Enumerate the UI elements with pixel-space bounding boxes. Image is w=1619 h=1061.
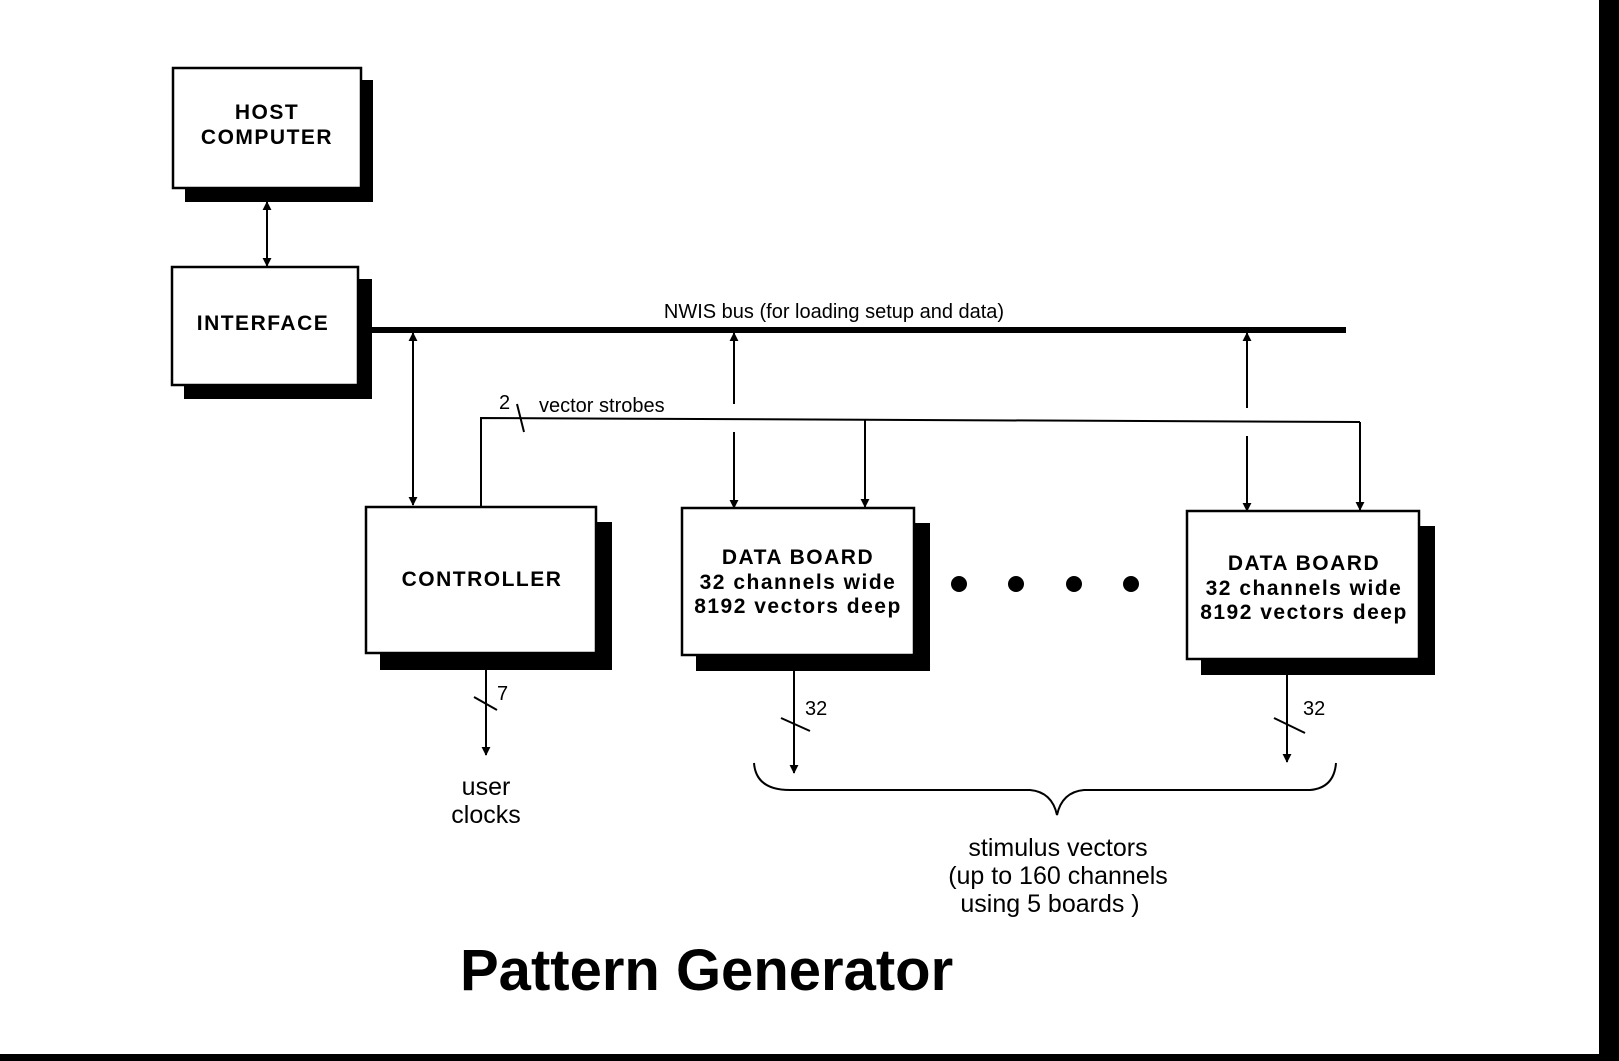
host-label-line-2: COMPUTER <box>201 126 333 149</box>
interface-block: INTERFACE <box>170 265 372 399</box>
stimulus-line-2: (up to 160 channels <box>948 862 1168 890</box>
strobes-bus-slash <box>516 403 525 433</box>
boardn-label-line-3: 8192 vectors deep <box>1200 601 1408 624</box>
board1-label-line-2: 32 channels wide <box>700 571 897 594</box>
ellipsis-dots <box>951 576 1139 592</box>
stimulus-line-3: using 5 boards ) <box>960 890 1139 918</box>
data-board-n-block: DATA BOARD 32 channels wide 8192 vectors… <box>1185 509 1435 675</box>
vector-strobes-line <box>480 416 1361 506</box>
controller-block: CONTROLLER <box>364 505 612 670</box>
host-label-line-1: HOST <box>235 101 299 124</box>
ellipsis-dot <box>1123 576 1139 592</box>
block-frame <box>680 506 916 657</box>
data-board-1-block: DATA BOARD 32 channels wide 8192 vectors… <box>680 506 930 671</box>
stimulus-line-1: stimulus vectors <box>968 834 1147 862</box>
board1-label-line-1: DATA BOARD <box>722 546 874 569</box>
strobes-count: 2 <box>499 392 510 414</box>
boardn-output-width: 32 <box>1303 698 1325 720</box>
scan-border-right <box>1599 0 1619 1061</box>
ellipsis-dot <box>951 576 967 592</box>
diagram-title: Pattern Generator <box>460 938 953 1003</box>
stimulus-brace <box>753 762 1337 816</box>
controller-output-slash <box>473 696 498 711</box>
host-computer-block: HOST COMPUTER <box>171 66 373 202</box>
board1-output-width: 32 <box>805 698 827 720</box>
ellipsis-dot <box>1008 576 1024 592</box>
block-frame <box>364 505 598 655</box>
strobes-label: vector strobes <box>539 395 665 417</box>
block-frame <box>1185 509 1421 661</box>
controller-label: CONTROLLER <box>402 568 563 591</box>
boardn-output-slash <box>1273 717 1306 734</box>
ellipsis-dot <box>1066 576 1082 592</box>
boardn-label-line-2: 32 channels wide <box>1206 577 1403 600</box>
block-frame <box>170 265 360 387</box>
user-clocks-line-2: clocks <box>451 801 520 829</box>
scan-border-bottom <box>0 1054 1619 1061</box>
controller-output-width: 7 <box>497 683 508 705</box>
board1-label-line-3: 8192 vectors deep <box>694 595 902 618</box>
interface-label: INTERFACE <box>197 312 330 335</box>
boardn-label-line-1: DATA BOARD <box>1228 552 1380 575</box>
board1-output-slash <box>780 717 811 732</box>
nwis-bus-label: NWIS bus (for loading setup and data) <box>664 301 1004 323</box>
block-frame <box>171 66 363 190</box>
user-clocks-line-1: user <box>462 773 511 801</box>
